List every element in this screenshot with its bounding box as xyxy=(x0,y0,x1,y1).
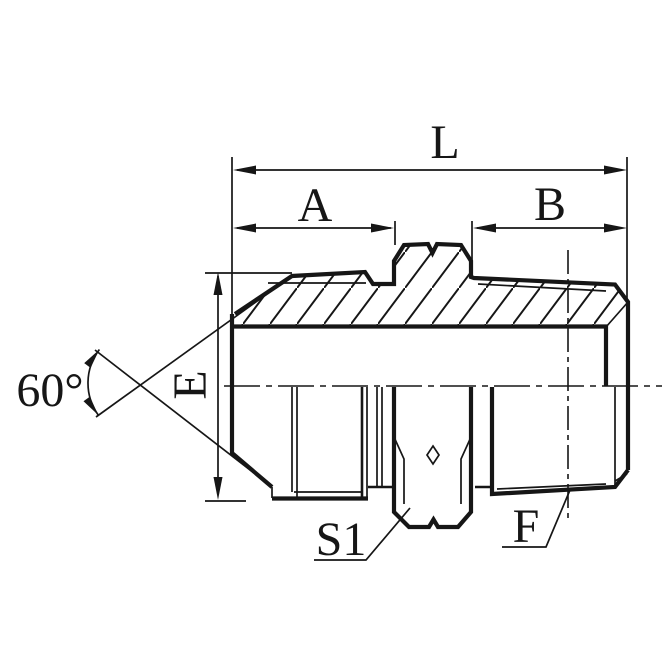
hatched-section-area xyxy=(232,244,628,327)
label-section-a: A xyxy=(298,179,333,232)
label-hex-size: S1 xyxy=(316,513,367,566)
hex-corner-diamond xyxy=(425,444,441,466)
section-hatching xyxy=(232,244,628,327)
hex-silhouette xyxy=(391,387,474,530)
label-section-b: B xyxy=(534,178,566,231)
arc-arrow-top xyxy=(84,349,100,368)
label-flare-diameter: E xyxy=(164,370,217,399)
label-thread-ref: F xyxy=(513,500,540,553)
f-callout: F xyxy=(502,489,571,553)
part-outline-bottom xyxy=(271,387,630,530)
dimension-b: B xyxy=(471,178,627,262)
dimension-l: L xyxy=(231,116,628,314)
dimension-e: E xyxy=(164,272,292,502)
dimension-a: A xyxy=(233,179,396,245)
arc-arrow-bottom xyxy=(83,396,99,416)
label-overall-length: L xyxy=(430,116,459,169)
s1-callout: S1 xyxy=(314,507,411,566)
label-cone-angle: 60° xyxy=(16,364,83,417)
part-outline-top xyxy=(229,241,631,489)
